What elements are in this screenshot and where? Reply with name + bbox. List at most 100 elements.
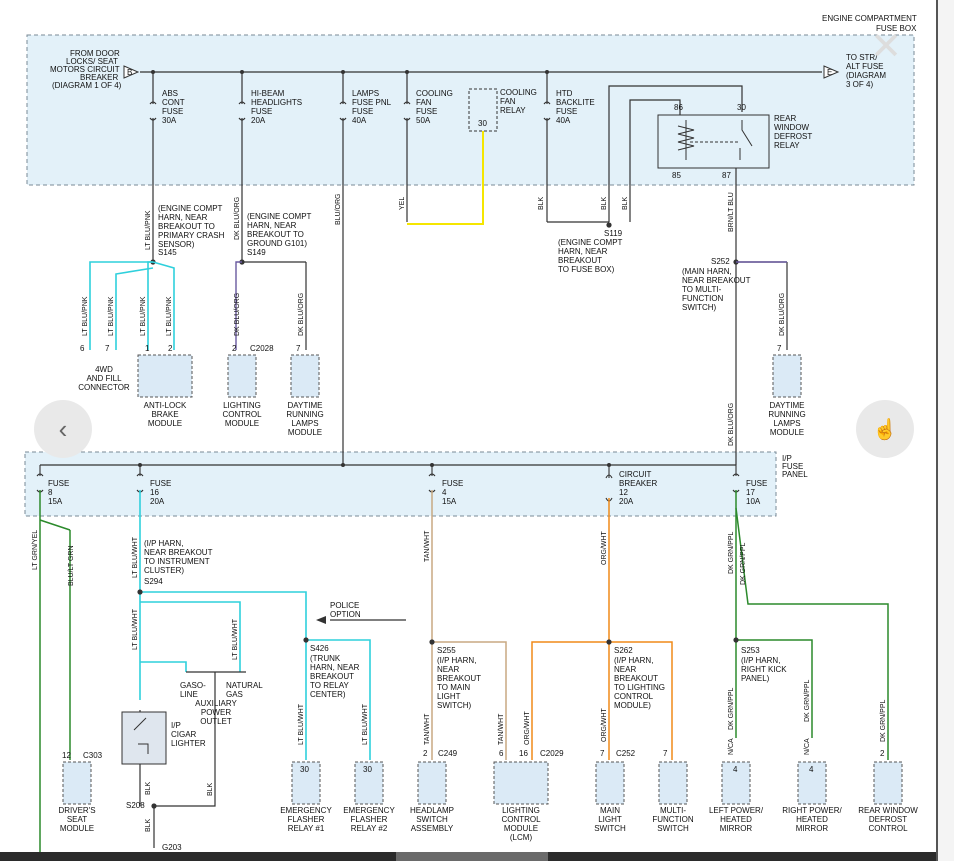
lcm-conn: C2029 (540, 749, 564, 758)
lower-module-mls-name-3: SWITCH (594, 824, 626, 833)
lower-module-lcm-name-3: MODULE (504, 824, 538, 833)
wire-label-11: LT BLU/PNK (140, 296, 147, 336)
splice-s208-id: S208 (126, 801, 145, 810)
engine-fuse-3-label-3: FUSE (352, 107, 373, 116)
lower-module-lm-name-1: LEFT POWER/ (709, 806, 764, 815)
splice-s252-id: S252 (711, 257, 730, 266)
wire-label-27: ORG/WHT (601, 530, 608, 565)
wire-label-28: ORG/WHT (601, 707, 608, 742)
from-text-4: BREAKER (80, 73, 118, 82)
splice-s255-dot (429, 639, 435, 645)
from-text-5: (DIAGRAM 1 OF 4) (52, 81, 122, 90)
wire-label-16: DK BLU/ORG (728, 403, 735, 446)
lower-module-mfs-name-1: MULTI- (660, 806, 686, 815)
drl-module-name-3: LAMPS (291, 419, 318, 428)
scrollbar[interactable] (936, 0, 954, 861)
next-page-button[interactable]: ☝ (856, 400, 914, 458)
previous-page-button[interactable]: ‹ (34, 400, 92, 458)
ground-g203: G203 (162, 843, 182, 852)
flasher-relay-2-box (354, 761, 384, 805)
splice-s255-desc-5: LIGHT (437, 692, 461, 701)
wire-label-9: LT BLU/PNK (82, 296, 89, 336)
fill-conn-pin-6: 6 (80, 344, 85, 353)
rwd-pin: 2 (880, 749, 885, 758)
lower-module-mls-name-1: MAIN (600, 806, 620, 815)
splice-s262-desc-1: (I/P HARN, (614, 656, 653, 665)
wire-label-5: BLK (538, 196, 545, 210)
cigar-lighter-label-3: LIGHTER (171, 739, 206, 748)
police-option-2: OPTION (330, 610, 361, 619)
engine-fuse-5-label-2: BACKLITE (556, 98, 595, 107)
ip-fuse-3-label-2: 4 (442, 488, 447, 497)
engine-fuse-3-label-1: LAMPS (352, 89, 379, 98)
wire-label-26: TAN/WHT (498, 713, 505, 745)
to-text-1: TO STR/ (846, 53, 878, 62)
ip-panel-title-2: FUSE (782, 462, 803, 471)
close-button[interactable]: ✕ (868, 27, 904, 65)
ip-fuse-3-label-3: 15A (442, 497, 457, 506)
ip-fuse-1-label-3: 15A (48, 497, 63, 506)
lower-module-ds-name-2: SEAT (67, 815, 87, 824)
wire-label-32: DK GRN/PPL (728, 687, 735, 730)
splice-s145-desc-2: HARN, NEAR (158, 213, 208, 222)
splice-s119-desc-1: (ENGINE COMPT (558, 238, 623, 247)
engine-fuse-5-label-3: FUSE (556, 107, 577, 116)
lower-module-fr2-name-3: RELAY #2 (351, 824, 388, 833)
lower-module-lcm-name-4: (LCM) (510, 833, 533, 842)
splice-s119-desc-4: TO FUSE BOX) (558, 265, 615, 274)
lcm-upper-name-1: LIGHTING (223, 401, 261, 410)
wire-label-19: LT BLU/WHT (132, 536, 139, 578)
fr2-pin: 30 (363, 765, 372, 774)
defrost-relay-pin-86: 86 (674, 103, 683, 112)
lower-module-hs-name-1: HEADLAMP (410, 806, 454, 815)
ip-panel-title-3: PANEL (782, 470, 808, 479)
from-text-2: LOCKS/ SEAT (66, 57, 118, 66)
connector-b-arrow (123, 65, 140, 79)
cigar-lighter-label-1: I/P (171, 721, 181, 730)
lower-module-ds-name-1: DRIVER'S (58, 806, 95, 815)
aux-outlet-label-3: OUTLET (200, 717, 232, 726)
splice-s262-id: S262 (614, 646, 633, 655)
ds-pin: 12 (62, 751, 71, 760)
cooling-relay-label-2: FAN (500, 97, 516, 106)
mls-conn: C252 (616, 749, 636, 758)
bottom-tab-active[interactable] (396, 852, 548, 861)
multi-function-switch-box (658, 761, 688, 805)
mfs-pin: 7 (663, 749, 668, 758)
ip-panel-title-1: I/P (782, 454, 792, 463)
ip-fuse-5-label-2: 17 (746, 488, 755, 497)
engine-fuse-5-label-1: HTD (556, 89, 573, 98)
natural-gas-label-2: GAS (226, 690, 243, 699)
ip-fuse-1-label-2: 8 (48, 488, 53, 497)
splice-s119-desc-3: BREAKOUT (558, 256, 602, 265)
defrost-relay-pin-87: 87 (722, 171, 731, 180)
abs-module-name-3: MODULE (148, 419, 182, 428)
lower-module-mfs-name-2: FUNCTION (652, 815, 694, 824)
lower-module-hs-name-3: ASSEMBLY (411, 824, 454, 833)
engine-fuse-1-label-4: 30A (162, 116, 177, 125)
main-light-switch-box (595, 761, 625, 805)
splice-s253-id: S253 (741, 646, 760, 655)
splice-s119-dot (606, 222, 612, 228)
wire-label-25: TAN/WHT (424, 713, 431, 745)
wire-label-23: LT BLU/WHT (362, 703, 369, 745)
natural-gas-label-1: NATURAL (226, 681, 263, 690)
wire-label-31: DK GRN/PPL (740, 542, 747, 585)
splice-s253-desc-2: RIGHT KICK (741, 665, 787, 674)
police-option-1: POLICE (330, 601, 359, 610)
aux-outlet-label-2: POWER (201, 708, 231, 717)
lower-module-mfs-name-3: SWITCH (657, 824, 689, 833)
ip-fuse-4-label-3: 12 (619, 488, 628, 497)
splice-s149-id: S149 (247, 248, 266, 257)
lower-module-rwd-name-3: CONTROL (868, 824, 908, 833)
wire-label-21: LT BLU/WHT (232, 618, 239, 660)
lower-module-fr1-name-1: EMERGENCY (280, 806, 332, 815)
engine-fuse-2-label-1: HI-BEAM (251, 89, 285, 98)
engine-fuse-2-label-4: 20A (251, 116, 266, 125)
wire-label-15: DK BLU/ORG (779, 293, 786, 336)
lcm-upper-conn: C2028 (250, 344, 274, 353)
splice-s145-desc-4: PRIMARY CRASH (158, 231, 225, 240)
defrost-relay-label-4: RELAY (774, 141, 800, 150)
lcm-upper-name-3: MODULE (225, 419, 259, 428)
